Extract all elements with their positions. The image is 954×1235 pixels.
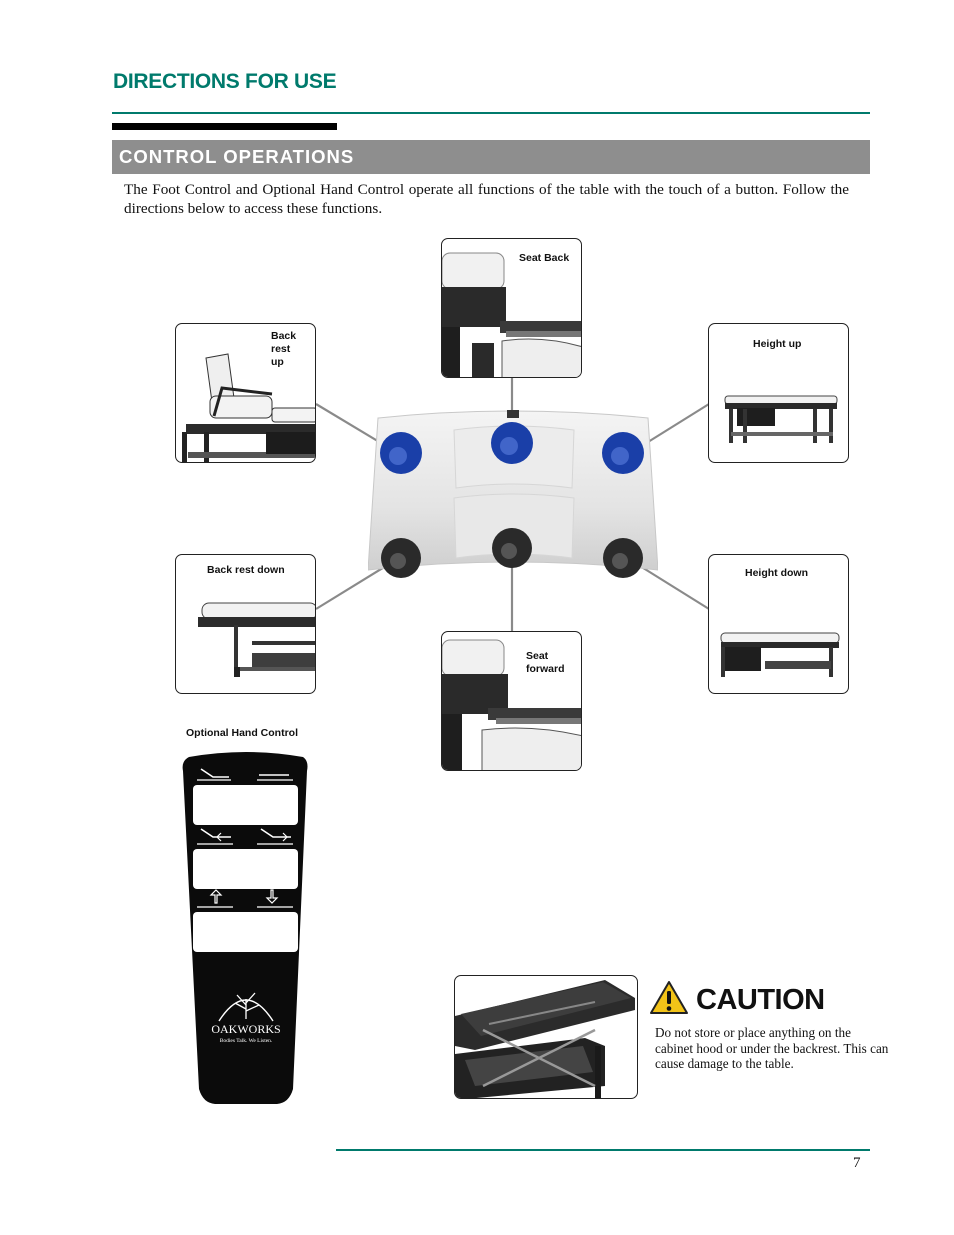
height-up-image	[724, 395, 838, 443]
back-rest-up-label: Back rest up	[271, 330, 296, 369]
panel-seat-back: Seat Back	[441, 238, 582, 378]
seat-back-image	[442, 252, 581, 377]
back-rest-down-image	[198, 602, 315, 677]
hand-control-button-row1[interactable]	[193, 785, 298, 825]
panel-back-rest-down: Back rest down	[175, 554, 316, 694]
warning-triangle-icon	[650, 981, 688, 1014]
pedal-button-back-rest-down[interactable]	[381, 538, 421, 578]
svg-text:Bodies Talk. We Listen.: Bodies Talk. We Listen.	[220, 1038, 273, 1044]
hand-control-button-row2[interactable]	[193, 849, 298, 889]
cabinet-hood-image	[455, 980, 635, 1098]
hand-control-back-rest-down-key[interactable]	[257, 774, 293, 781]
oakworks-logo: OAKWORKS Bodies Talk. We Listen.	[211, 992, 281, 1044]
header-rule	[112, 112, 870, 114]
pedal-button-seat-forward[interactable]	[492, 528, 532, 568]
hand-control-seat-back-key[interactable]	[197, 828, 233, 845]
pedal-button-back-rest-up[interactable]	[380, 432, 422, 474]
section-header: CONTROL OPERATIONS	[112, 140, 870, 174]
pedal-button-height-down[interactable]	[603, 538, 643, 578]
caution-text: Do not store or place anything on the ca…	[655, 1025, 889, 1071]
seat-forward-label: Seat forward	[526, 650, 565, 676]
intro-paragraph: The Foot Control and Optional Hand Contr…	[124, 181, 849, 217]
seat-forward-label-line: Seat	[526, 650, 549, 662]
height-down-image	[720, 632, 840, 677]
back-rest-up-label-line: Back	[271, 330, 297, 342]
hand-control-height-down-key[interactable]	[257, 889, 293, 908]
height-up-label: Height up	[753, 338, 802, 350]
hand-control-seat-forward-key[interactable]	[257, 828, 293, 845]
panel-seat-forward: Seat forward	[441, 631, 582, 771]
panel-back-rest-up: Back rest up	[175, 323, 316, 463]
seat-forward-image	[442, 639, 581, 770]
foot-control-pedal	[368, 410, 658, 578]
seat-forward-label-line: forward	[526, 663, 565, 675]
panel-height-down: Height down	[708, 554, 849, 694]
back-rest-up-image	[182, 353, 315, 462]
svg-text:OAKWORKS: OAKWORKS	[211, 1022, 280, 1036]
hand-control-height-up-key[interactable]	[197, 889, 233, 908]
caution-title: CAUTION	[696, 984, 825, 1016]
hand-control-label: Optional Hand Control	[186, 727, 298, 739]
hand-control-button-row3[interactable]	[193, 912, 298, 952]
pedal-button-height-up[interactable]	[602, 432, 644, 474]
section-title: CONTROL OPERATIONS	[119, 146, 355, 167]
panel-height-up: Height up	[708, 323, 849, 463]
header-accent-bar	[112, 123, 337, 130]
hand-control-remote: OAKWORKS Bodies Talk. We Listen.	[182, 752, 308, 1104]
seat-back-label: Seat Back	[519, 252, 570, 264]
page-heading: DIRECTIONS FOR USE	[113, 70, 337, 93]
page-number: 7	[853, 1155, 861, 1171]
back-rest-up-label-line: rest	[271, 343, 291, 355]
hand-control-back-rest-up-key[interactable]	[197, 768, 231, 781]
caution-photo	[454, 975, 638, 1099]
pedal-button-seat-back[interactable]	[491, 422, 533, 464]
height-down-label: Height down	[745, 567, 808, 579]
back-rest-down-label: Back rest down	[207, 564, 285, 576]
footer-rule	[336, 1149, 870, 1151]
back-rest-up-label-line: up	[271, 356, 284, 368]
